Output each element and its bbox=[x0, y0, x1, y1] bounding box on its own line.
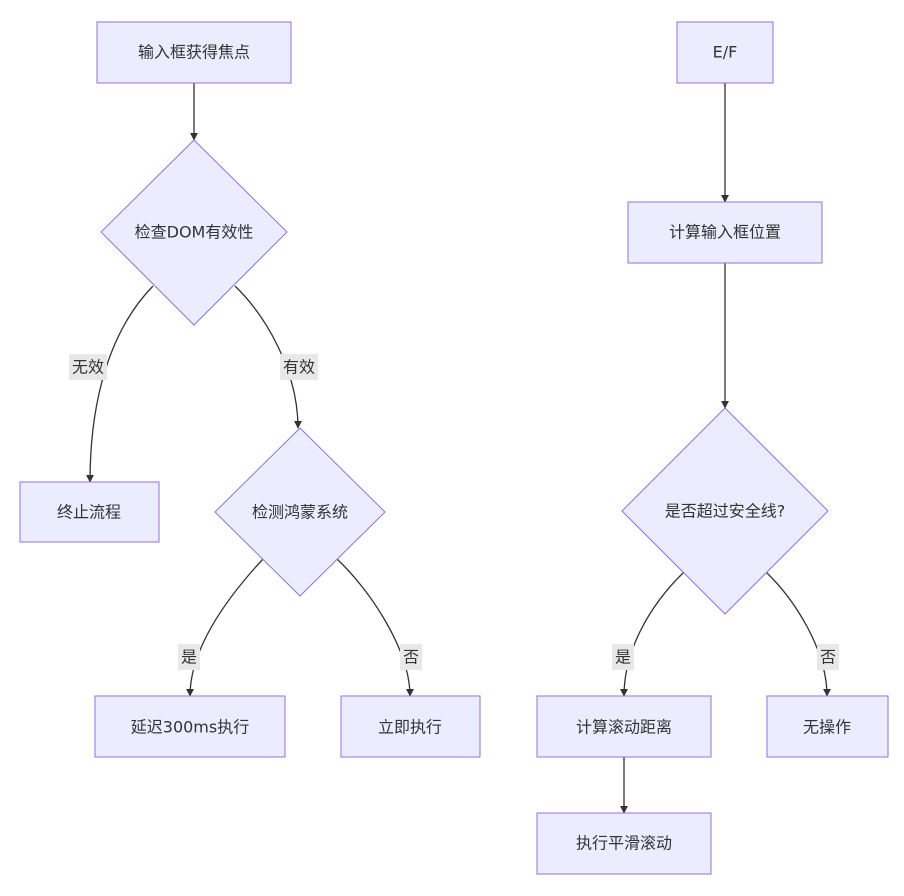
edge-label-yes-1: 是 bbox=[178, 644, 200, 670]
edge-label-valid-text: 有效 bbox=[283, 358, 315, 377]
node-calc-position: 计算输入框位置 bbox=[627, 201, 823, 264]
node-no-action-label: 无操作 bbox=[803, 718, 851, 737]
node-delay-exec-label: 延迟300ms执行 bbox=[131, 718, 249, 737]
edge-label-valid: 有效 bbox=[280, 354, 318, 380]
node-over-safe-line-decision: 是否超过安全线? bbox=[621, 407, 829, 615]
node-calc-scroll: 计算滚动距离 bbox=[536, 695, 712, 758]
edge-label-yes-2-text: 是 bbox=[615, 648, 631, 667]
edge-harmony-to-delay bbox=[186, 558, 264, 697]
node-calc-position-label: 计算输入框位置 bbox=[669, 223, 781, 242]
node-immediate-exec-label: 立即执行 bbox=[378, 718, 442, 737]
node-detect-harmony-label: 检测鸿蒙系统 bbox=[252, 503, 348, 522]
node-terminate-label: 终止流程 bbox=[57, 503, 121, 522]
edge-label-invalid-text: 无效 bbox=[72, 358, 104, 377]
node-focus: 输入框获得焦点 bbox=[96, 21, 292, 84]
node-ef-label: E/F bbox=[713, 43, 738, 62]
node-ef: E/F bbox=[676, 21, 774, 84]
edge-label-yes-2: 是 bbox=[612, 644, 634, 670]
node-immediate-exec: 立即执行 bbox=[340, 695, 481, 758]
edge-label-no-1: 否 bbox=[400, 644, 422, 670]
edge-label-invalid: 无效 bbox=[69, 354, 107, 380]
edge-decision-to-noaction bbox=[765, 571, 831, 697]
edge-check-to-harmony bbox=[234, 285, 302, 429]
node-smooth-scroll-label: 执行平滑滚动 bbox=[576, 834, 672, 853]
node-detect-harmony-decision: 检测鸿蒙系统 bbox=[214, 427, 386, 597]
node-check-dom-label: 检查DOM有效性 bbox=[135, 223, 254, 242]
node-check-dom-decision: 检查DOM有效性 bbox=[100, 139, 288, 326]
node-focus-label: 输入框获得焦点 bbox=[138, 43, 250, 62]
node-no-action: 无操作 bbox=[766, 695, 889, 758]
node-smooth-scroll: 执行平滑滚动 bbox=[536, 812, 712, 875]
node-delay-exec: 延迟300ms执行 bbox=[94, 695, 286, 758]
edge-label-yes-1-text: 是 bbox=[181, 648, 197, 667]
edge-check-to-terminate bbox=[86, 285, 154, 483]
node-over-safe-line-label: 是否超过安全线? bbox=[665, 502, 786, 521]
node-terminate: 终止流程 bbox=[19, 481, 160, 543]
edges bbox=[86, 83, 831, 814]
edge-label-no-2-text: 否 bbox=[820, 648, 836, 667]
edge-label-no-1-text: 否 bbox=[403, 648, 419, 667]
edge-decision-to-calcscroll bbox=[620, 571, 685, 697]
edge-harmony-to-immediate bbox=[336, 558, 414, 697]
edge-label-no-2: 否 bbox=[817, 644, 839, 670]
node-calc-scroll-label: 计算滚动距离 bbox=[576, 718, 672, 737]
